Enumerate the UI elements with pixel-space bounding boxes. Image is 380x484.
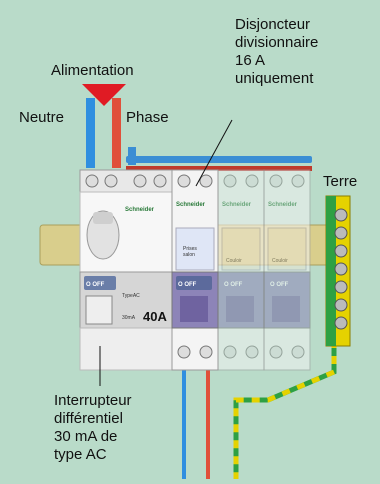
breaker-16a-toggle[interactable]	[180, 296, 208, 322]
feed-arrow-icon	[82, 84, 126, 106]
busbar-phase	[126, 166, 312, 171]
label-phase: Phase	[126, 109, 169, 126]
label-alimentation: Alimentation	[51, 62, 134, 79]
rcd-rating-text: 40A	[143, 309, 167, 324]
breaker-16a-brand: Schneider	[176, 202, 206, 208]
leader-disjoncteur	[195, 119, 233, 187]
breaker-b-off-text: O OFF	[224, 282, 243, 288]
breaker-c: Schneider Couloir O OFF	[263, 169, 311, 371]
earth-wire-yellow	[233, 340, 337, 479]
label-neutre: Neutre	[19, 109, 65, 126]
neutral-wire-in	[86, 98, 95, 168]
breaker-b-slot-label: Couloir	[226, 258, 242, 264]
rcd-toggle[interactable]	[85, 295, 113, 325]
breaker-b: Schneider Couloir O OFF	[217, 169, 265, 371]
phase-wire-in	[112, 98, 121, 168]
rcd-brand: Schneider	[125, 207, 155, 213]
busbar-neutral	[126, 156, 312, 163]
breaker-c-off-text: O OFF	[270, 282, 289, 288]
label-interrupteur: Interrupteur différentiel 30 mA de type …	[54, 392, 132, 463]
rcd-type-text: TypeAC	[122, 293, 140, 299]
rcd-sensitivity-text: 30mA	[122, 315, 136, 321]
breaker-b-toggle[interactable]	[226, 296, 254, 322]
differential-switch: Schneider O OFF TypeAC 30mA 40A	[79, 169, 173, 371]
breaker-c-toggle[interactable]	[272, 296, 300, 322]
label-terre: Terre	[323, 173, 358, 190]
neutral-wire-out	[182, 355, 186, 479]
rcd-off-text: O OFF	[86, 282, 105, 288]
breaker-b-brand: Schneider	[222, 202, 252, 208]
breaker-c-brand: Schneider	[268, 202, 298, 208]
busbar-neutral-tab	[128, 147, 136, 165]
earth-terminal-block	[325, 195, 351, 347]
label-disjoncteur: Disjoncteur divisionnaire 16 A uniquemen…	[235, 16, 319, 87]
breaker-16a-off-text: O OFF	[178, 282, 197, 288]
breaker-c-slot-label: Couloir	[272, 258, 288, 264]
phase-wire-out	[206, 355, 210, 479]
